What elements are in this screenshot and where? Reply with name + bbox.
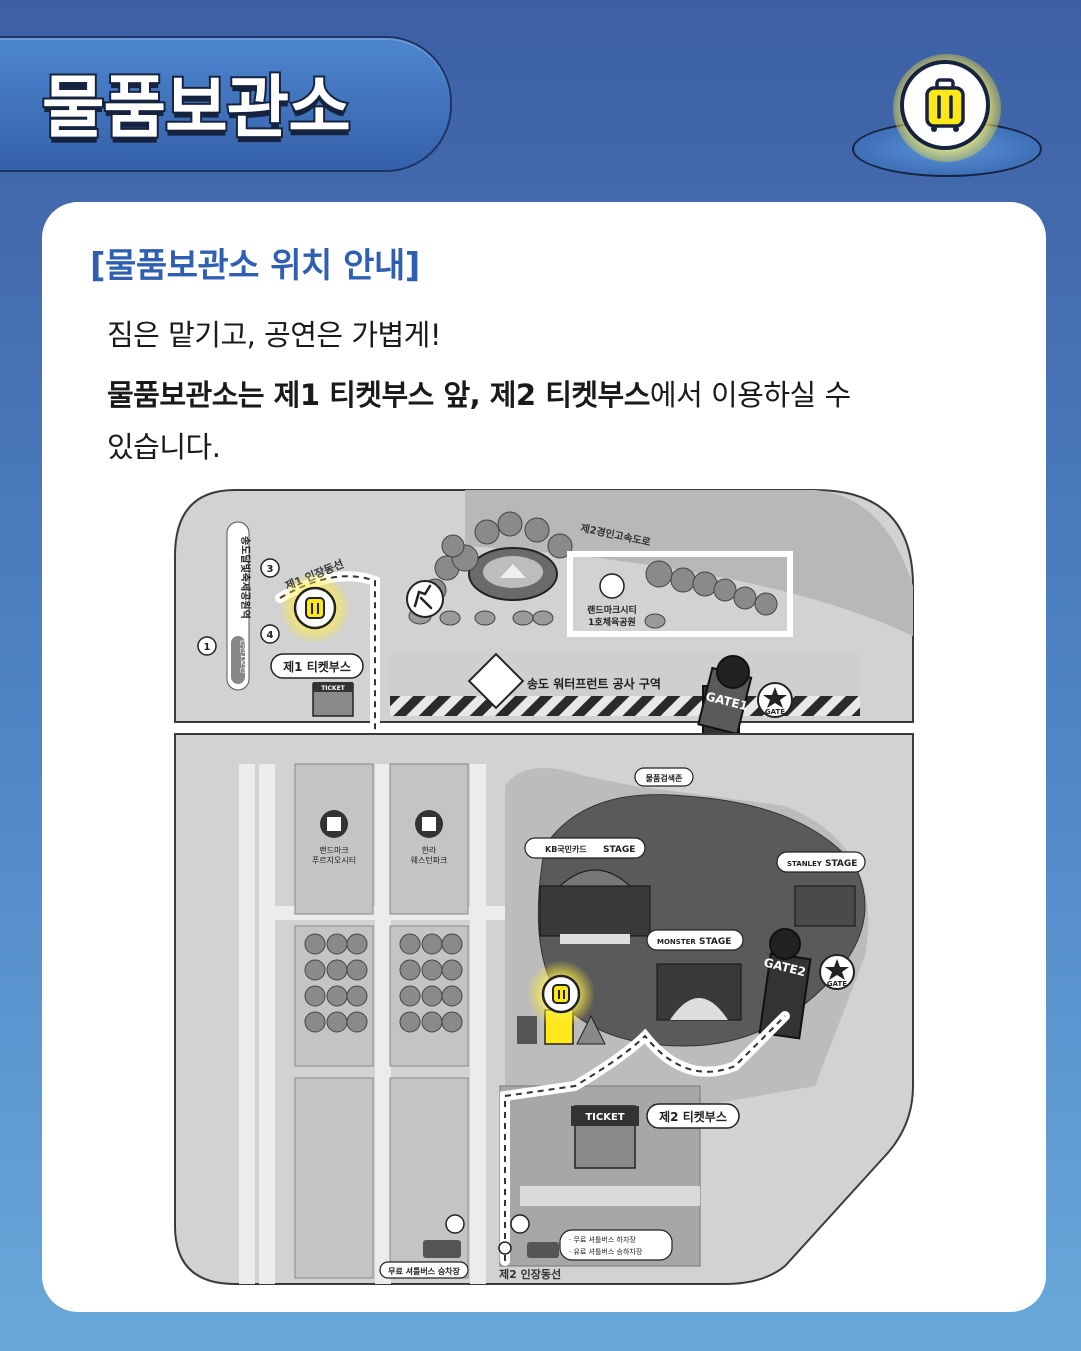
- booth-1-label: 제1 티켓부스: [283, 659, 351, 674]
- exit-4-label: 4: [267, 630, 274, 641]
- stage-kb: KB국민카드 STAGE: [524, 837, 651, 944]
- building-2-line2: 웨스턴파크: [411, 855, 448, 865]
- stage-stanley-brand: STANLEY: [787, 860, 823, 868]
- entrance-2-label: 제2 인장동선: [499, 1267, 561, 1281]
- section-title: [물품보관소 위치 안내]: [90, 246, 420, 286]
- construction-label: 송도 워터프런트 공사 구역: [527, 676, 661, 691]
- stage-kb-brand: KB국민카드: [545, 844, 587, 854]
- bus-stop-1: 무료 셔틀버스 승차장: [379, 1214, 469, 1279]
- gate-1: GATE1 GATE: [697, 655, 793, 767]
- luggage-marker-2: [517, 960, 606, 1045]
- park-label-2: 1호체육공원: [588, 616, 636, 628]
- exit-1-label: 1: [204, 642, 211, 653]
- booth-2-label: 제2 티켓부스: [659, 1109, 727, 1124]
- stadium-icon: [468, 547, 558, 601]
- luggage-icon: [900, 60, 990, 150]
- line-badge: 인천1호선: [239, 639, 249, 674]
- booth-2-sign: TICKET: [585, 1112, 624, 1123]
- exit-3-label: 3: [267, 564, 274, 575]
- description-bold: 물품보관소는 제1 티켓부스 앞, 제2 티켓부스: [107, 378, 650, 412]
- stage-monster-brand: MONSTER: [657, 938, 696, 946]
- gate-1-badge: GATE: [765, 708, 785, 716]
- location-pin-icon: [498, 1241, 512, 1255]
- description-line-1: 짐은 맡기고, 공연은 가볍게!: [107, 318, 441, 352]
- tree-grove: [304, 933, 463, 1033]
- park-icon: [599, 573, 625, 599]
- booth-1: 제1 티켓부스 TICKET: [270, 653, 364, 717]
- stage-stanley: STANLEY STAGE: [776, 851, 866, 927]
- description-line-2: 물품보관소는 제1 티켓부스 앞, 제2 티켓부스에서 이용하실 수: [107, 372, 851, 414]
- gate-2-badge: GATE: [827, 980, 847, 988]
- title-banner: [0, 36, 452, 172]
- building-2-line1: 한라: [422, 846, 437, 855]
- station-label: 송도달빛축제공원역: [239, 536, 252, 619]
- bus-stop-1-label: 무료 셔틀버스 승차장: [388, 1266, 460, 1276]
- building-1-line1: 랜드마크: [319, 845, 348, 855]
- crosswalk-icon: [406, 580, 444, 618]
- highway-band: [465, 490, 913, 636]
- bus-info-2: · 유료 셔틀버스 승하차장: [569, 1247, 643, 1256]
- page-title: 물품보관소: [40, 67, 353, 150]
- bus-info-1: · 무료 셔틀버스 하차장: [569, 1235, 636, 1244]
- bus-stop-2: · 무료 셔틀버스 하차장 · 유료 셔틀버스 승하차장: [510, 1214, 673, 1261]
- park-label-1: 랜드마크시티: [587, 604, 637, 616]
- lost-found-label: 물품검색존: [646, 773, 683, 783]
- stage-stanley-word: STAGE: [825, 859, 857, 869]
- venue-map: 제2경인고속도로 송도달빛축제공원역 인천1호선 1 3 4 제1 인장동선 랜…: [165, 486, 917, 1286]
- gate-2: GATE2 GATE: [758, 928, 855, 1040]
- luggage-marker-1: [279, 572, 351, 644]
- stage-monster: MONSTER STAGE: [646, 929, 744, 1021]
- building-1-line2: 푸르지오시티: [312, 856, 356, 865]
- description-rest: 에서 이용하실 수: [649, 378, 851, 412]
- stage-kb-word: STAGE: [603, 845, 635, 855]
- stage-monster-word: STAGE: [699, 937, 731, 947]
- booth-1-sign: TICKET: [321, 685, 345, 692]
- construction-icon: [467, 652, 525, 710]
- description-line-3: 있습니다.: [107, 430, 221, 464]
- booth-2: TICKET 제2 티켓부스: [571, 1103, 740, 1169]
